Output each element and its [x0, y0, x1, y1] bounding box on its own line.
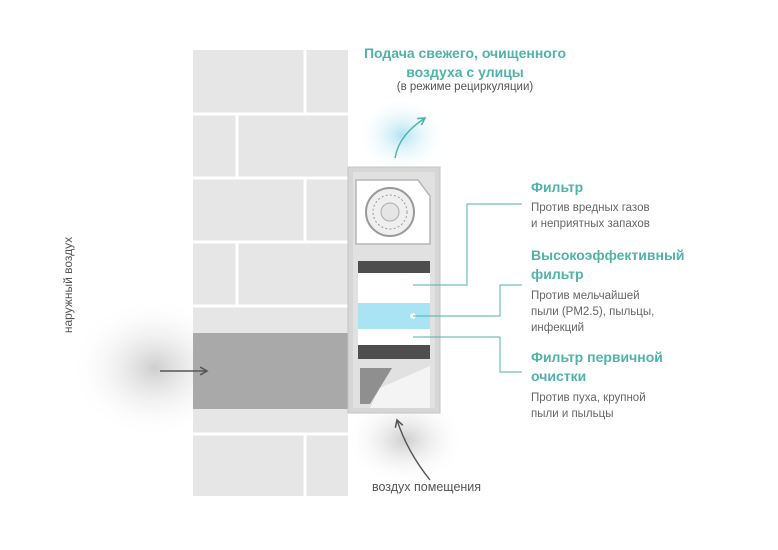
fresh-air-title-line1: Подача свежего, очищенного [363, 45, 567, 61]
leader-lines [413, 203, 522, 373]
hepa-filter-desc-3: инфекций [531, 322, 585, 334]
room-air-arrow [394, 418, 431, 481]
brick-wall [193, 50, 348, 496]
primary-filter-label: Фильтр первичной очистки Против пуха, кр… [531, 348, 771, 422]
fresh-air-subtitle: (в режиме рециркуляции) [396, 81, 534, 93]
fresh-air-title: Подача свежего, очищенного воздуха с ули… [330, 44, 600, 82]
fan-assembly [355, 179, 431, 245]
room-air-label: воздух помещения [372, 480, 482, 494]
carbon-filter-desc-2: и неприятных запахов [531, 218, 650, 230]
carbon-filter [358, 261, 430, 273]
primary-filter [358, 345, 430, 359]
hepa-filter-desc-1: Против мельчайшей [531, 290, 640, 302]
primary-filter-desc-2: пыли и пыльцы [531, 408, 614, 420]
primary-filter-desc-1: Против пуха, крупной [531, 392, 646, 404]
primary-filter-title-1: Фильтр первичной [531, 349, 663, 365]
hepa-filter-title-2: фильтр [531, 266, 584, 282]
hepa-filter-title-1: Высокоэффективный [531, 247, 685, 263]
primary-filter-title-2: очистки [531, 368, 587, 384]
fresh-air-arrow [394, 117, 427, 159]
air-inlet [360, 368, 392, 404]
carbon-filter-title: Фильтр [531, 179, 584, 195]
hepa-filter-desc-2: пыли (PM2.5), пыльцы, [531, 306, 655, 318]
fresh-air-haze [357, 97, 447, 173]
fresh-air-title-line2: воздуха с улицы [406, 64, 524, 80]
hepa-filter-label: Высокоэффективный фильтр Против мельчайш… [531, 246, 771, 336]
air-duct [193, 333, 353, 409]
outdoor-air-label: наружный воздух [61, 236, 75, 334]
carbon-filter-label: Фильтр Против вредных газов и неприятных… [531, 178, 771, 232]
carbon-filter-desc-1: Против вредных газов [531, 202, 650, 214]
